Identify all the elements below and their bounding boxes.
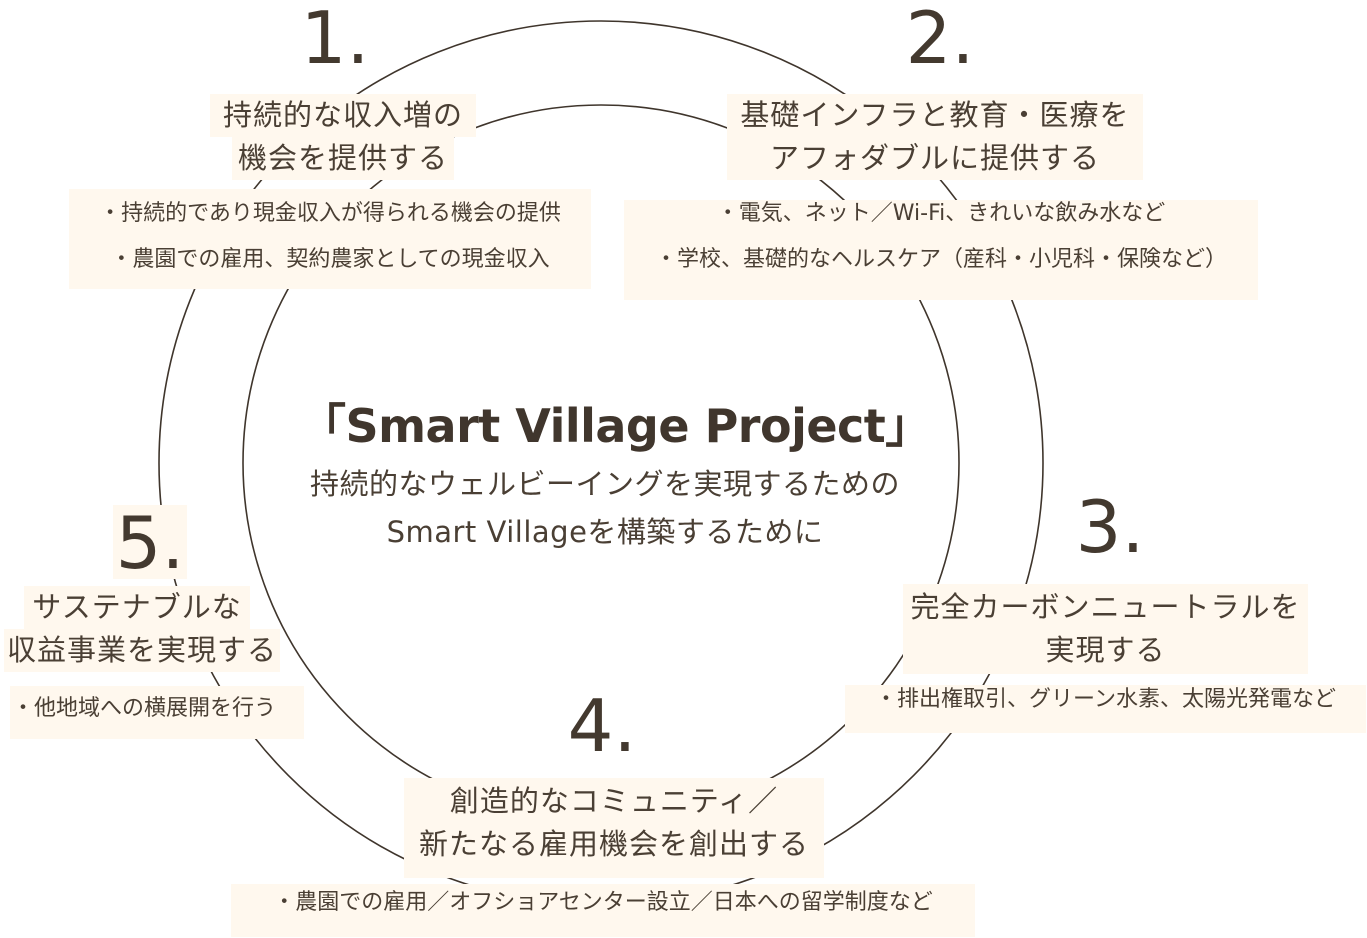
step-4-detail: ・農園での雇用／オフショアセンター設立／日本への留学制度など <box>273 890 933 915</box>
step-1-detail: ・農園での雇用、契約農家としての現金収入 <box>110 247 550 272</box>
step-5-detail: ・他地域への横展開を行う <box>12 696 277 721</box>
step-4-title-line: 新たなる雇用機会を創出する <box>418 827 809 861</box>
step-2-detail: ・電気、ネット／Wi-Fi、きれいな飲み水など <box>716 201 1166 226</box>
step-2-details: ・電気、ネット／Wi-Fi、きれいな飲み水など ・学校、基礎的なヘルスケア（産科… <box>624 200 1258 300</box>
step-4-title-line: 創造的なコミュニティ／ <box>449 784 779 818</box>
center-subtitle-line: Smart Villageを構築するために <box>386 515 824 549</box>
step-5-title: サステナブルな 収益事業を実現する <box>4 586 280 672</box>
step-2-title-line: アフォダブルに提供する <box>727 137 1143 180</box>
center-subtitle: 持続的なウェルビーイングを実現するための Smart Villageを構築するた… <box>250 460 960 556</box>
step-3-title-line: 完全カーボンニュートラルを <box>910 590 1301 624</box>
step-1-title-line: 持続的な収入増の <box>210 94 476 137</box>
step-5-title-line: 収益事業を実現する <box>4 629 280 672</box>
step-2-detail: ・学校、基礎的なヘルスケア（産科・小児科・保険など） <box>654 247 1227 272</box>
step-3-title-line: 実現する <box>1045 633 1166 667</box>
step-3-number: 3. <box>1075 485 1145 569</box>
step-1-detail: ・持続的であり現金収入が得られる機会の提供 <box>99 201 561 226</box>
step-5-number: 5. <box>113 505 187 579</box>
step-3-details: ・排出権取引、グリーン水素、太陽光発電など <box>845 685 1366 733</box>
step-1-title-line: 機会を提供する <box>232 137 454 180</box>
step-5-details: ・他地域への横展開を行う <box>10 686 304 739</box>
step-1-number: 1. <box>300 0 370 80</box>
step-2-title-line: 基礎インフラと教育・医療を <box>727 94 1143 137</box>
step-1-title: 持続的な収入増の 機会を提供する <box>210 94 476 180</box>
step-4-title: 創造的なコミュニティ／ 新たなる雇用機会を創出する <box>404 778 824 878</box>
center-title: 「Smart Village Project」 <box>300 399 931 453</box>
step-2-number: 2. <box>905 0 975 80</box>
step-3-title: 完全カーボンニュートラルを 実現する <box>903 584 1308 674</box>
step-3-detail: ・排出権取引、グリーン水素、太陽光発電など <box>875 687 1336 712</box>
center-subtitle-line: 持続的なウェルビーイングを実現するための <box>309 467 900 501</box>
step-4-details: ・農園での雇用／オフショアセンター設立／日本への留学制度など <box>231 884 975 937</box>
step-4-number: 4. <box>567 684 637 768</box>
step-2-title: 基礎インフラと教育・医療を アフォダブルに提供する <box>727 94 1143 180</box>
step-1-details: ・持続的であり現金収入が得られる機会の提供 ・農園での雇用、契約農家としての現金… <box>69 189 591 289</box>
step-5-title-line: サステナブルな <box>24 586 250 629</box>
